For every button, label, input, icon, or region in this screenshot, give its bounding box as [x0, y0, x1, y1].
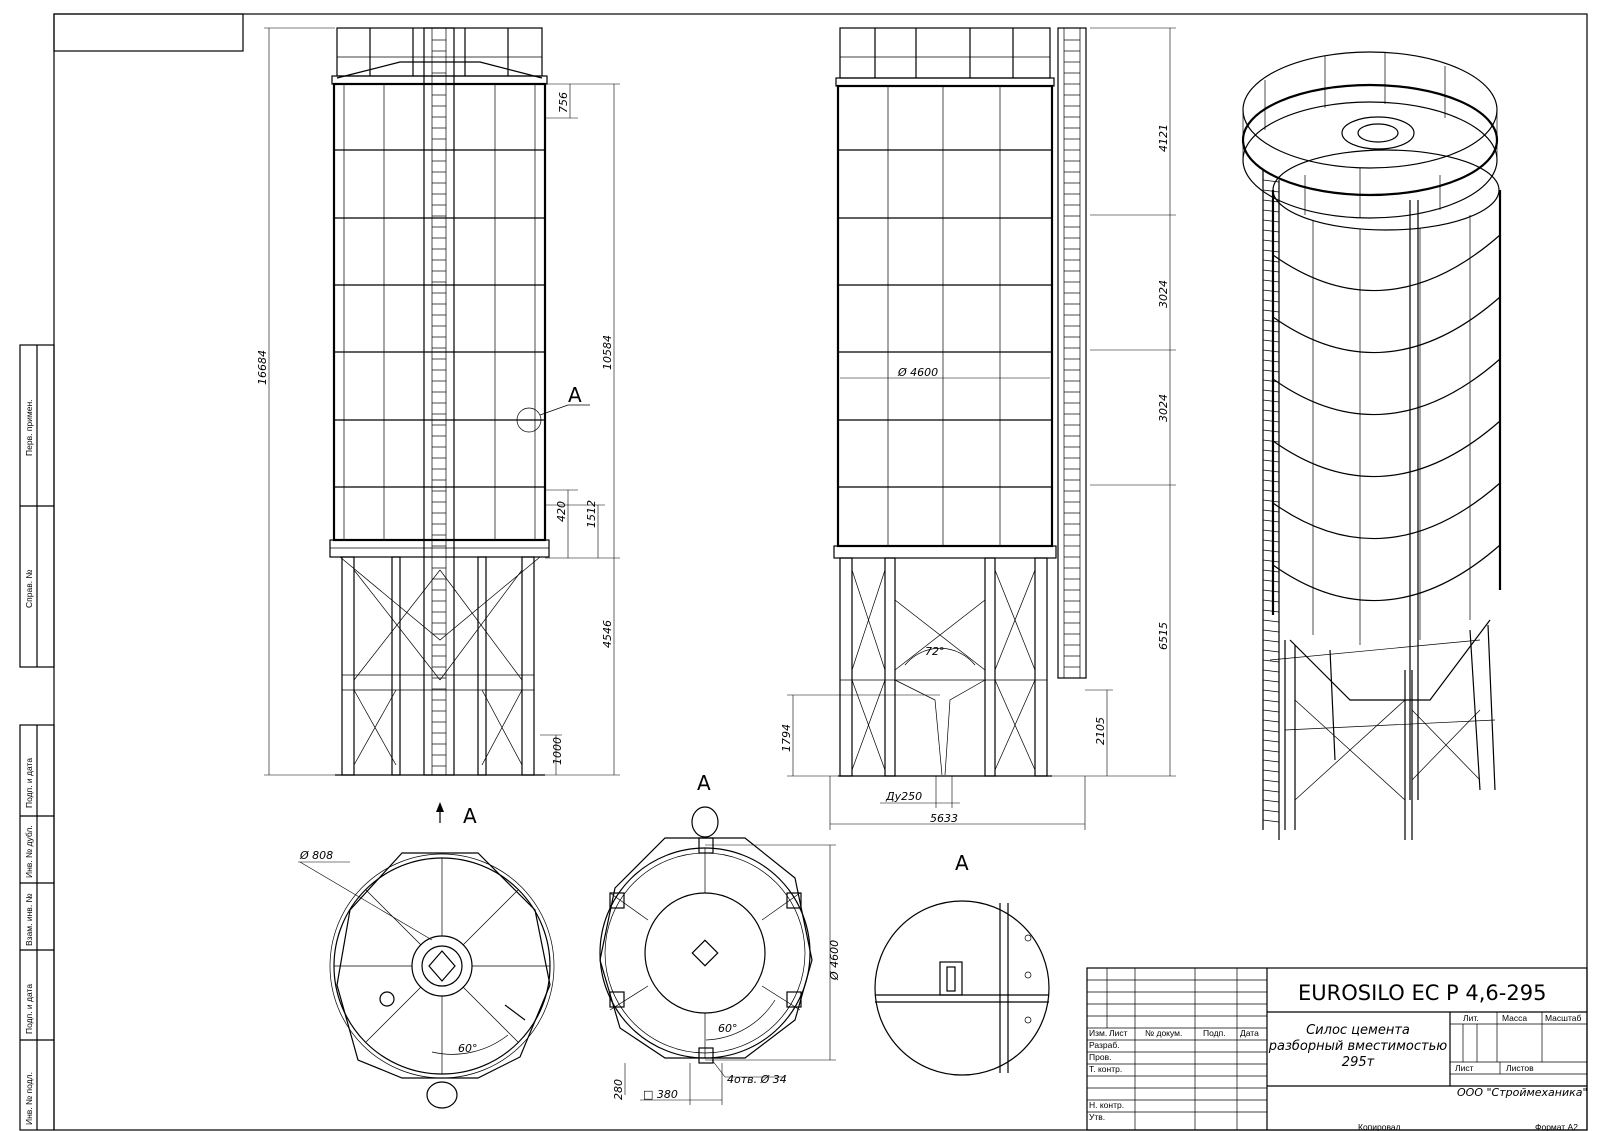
dim-total-height: 16684	[256, 350, 269, 385]
dim-seg-4121: 4121	[1157, 124, 1170, 152]
title-block: Изм. Лист № докум. Подп. Дата Разраб. Пр…	[1086, 967, 1588, 1131]
tb-sheets: Листов	[1506, 1063, 1534, 1073]
bottom-view: A 60° Ø 4600 □ 380 280	[599, 771, 841, 1105]
stamp-perv-primen: Перв. примен.	[24, 399, 34, 456]
dim-base-1000: 1000	[551, 737, 564, 765]
tb-row-razrab: Разраб.	[1089, 1040, 1120, 1050]
dim-diameter: Ø 4600	[897, 366, 938, 379]
dim-holes: 4отв. Ø 34	[727, 1073, 787, 1086]
tb-col-podp: Подп.	[1203, 1028, 1226, 1038]
dim-angle-60a: 60°	[458, 1042, 478, 1055]
dim-support-height: 4546	[601, 620, 614, 648]
tb-designation: EUROSILO EC P 4,6-295	[1298, 981, 1546, 1005]
dim-seg-3024a: 3024	[1157, 280, 1170, 308]
dim-diameter-v: Ø 4600	[828, 940, 841, 981]
tb-masshtab: Масштаб	[1545, 1013, 1581, 1023]
tb-company: ООО "Строймеханика"	[1457, 1086, 1588, 1099]
stamp-inv-dubl: Инв. № дубл.	[24, 825, 34, 878]
tb-massa: Масса	[1502, 1013, 1527, 1023]
tb-sheet: Лист	[1455, 1063, 1474, 1073]
front-view: A 16684 10584 4546 756 420 1512 1000	[256, 27, 620, 776]
stamp-podp-data-1: Подп. и дата	[24, 758, 34, 808]
top-view: A 60° Ø 808	[298, 802, 555, 1109]
tb-col-izm: Изм.	[1089, 1028, 1107, 1038]
stamp-podp-data-2: Подп. и дата	[24, 984, 34, 1034]
dim-ring-420: 420	[555, 501, 568, 522]
stamp-vzam-inv: Взам. инв. №	[24, 893, 34, 946]
view-a-label: A	[697, 771, 711, 795]
top-left-box	[53, 13, 244, 52]
dim-angle-72: 72°	[925, 645, 945, 658]
dim-280: 280	[612, 1079, 625, 1100]
tb-format: Формат А2	[1535, 1122, 1578, 1131]
tb-col-list: Лист	[1109, 1028, 1128, 1038]
tb-col-data: Дата	[1240, 1028, 1259, 1038]
tb-name-line3: 295т	[1342, 1055, 1375, 1070]
side-stamp: Перв. примен. Справ. № Подп. и дата Инв.…	[19, 344, 55, 1131]
dim-width-5633: 5633	[930, 812, 958, 825]
dim-angle-60b: 60°	[718, 1022, 738, 1035]
isometric-view	[1241, 51, 1502, 840]
tb-row-prov: Пров.	[1089, 1052, 1111, 1062]
dim-seg-3024b: 3024	[1157, 394, 1170, 422]
tb-name-line1: Силос цемента	[1306, 1023, 1410, 1038]
tb-copied: Копировал	[1358, 1122, 1401, 1131]
tb-lit: Лит.	[1463, 1013, 1479, 1023]
dim-ring-1512: 1512	[585, 500, 598, 528]
tb-row-nkontr: Н. контр.	[1089, 1100, 1124, 1110]
arrow-a-label: A	[463, 804, 477, 828]
dim-top-section: 756	[557, 92, 570, 113]
sheet-frame	[53, 13, 1588, 1131]
detail-a-label: A	[955, 851, 969, 875]
dim-d808: Ø 808	[299, 849, 333, 862]
tb-col-doc: № докум.	[1145, 1028, 1182, 1038]
dim-h-2105: 2105	[1094, 717, 1107, 745]
side-view: 72° Ø 4600 4121 3024 3024 6515 2105 1794…	[780, 27, 1176, 830]
dim-seg-6515: 6515	[1157, 622, 1170, 650]
dim-h-1794: 1794	[780, 724, 793, 752]
tb-name-line2: разборный вместимостью	[1268, 1039, 1447, 1054]
tb-row-utv: Утв.	[1089, 1112, 1105, 1122]
detail-a: A	[874, 851, 1050, 1076]
tb-row-tkontr: Т. контр.	[1089, 1064, 1122, 1074]
dim-du250: Ду250	[885, 790, 922, 803]
dim-cylinder-height: 10584	[601, 335, 614, 370]
dim-sq380: □ 380	[643, 1088, 678, 1101]
stamp-inv-podl: Инв. № подл.	[24, 1072, 34, 1125]
callout-a-label: A	[568, 383, 582, 407]
stamp-sprav: Справ. №	[24, 569, 34, 608]
